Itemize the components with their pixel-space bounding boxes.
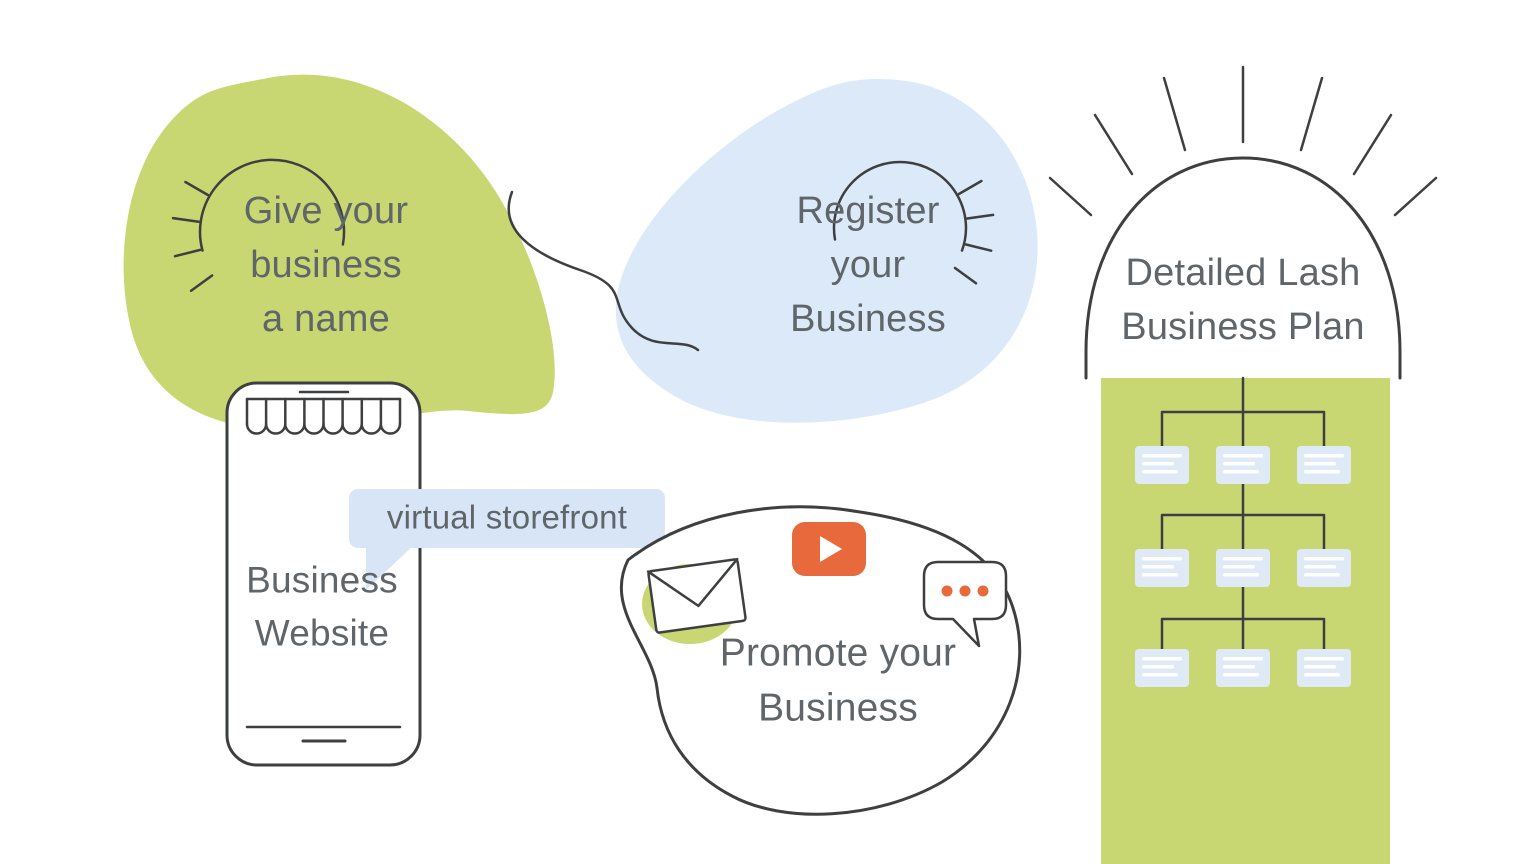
plan-card-icon — [1135, 446, 1189, 484]
plan-card-icon — [1216, 649, 1270, 687]
step-register-label: Register your Business — [790, 190, 946, 340]
plan-card-icon — [1135, 649, 1189, 687]
virtual-storefront-label: virtual storefront — [386, 498, 628, 536]
business-website-label: Business Website — [246, 559, 398, 653]
smartphone-storefront-icon — [225, 381, 422, 767]
eyelash-icon — [832, 160, 995, 285]
squiggle-connector — [507, 190, 700, 352]
chat-dots-icon — [922, 560, 1008, 648]
plan-card-icon — [1297, 446, 1351, 484]
blue-blob-shape — [615, 79, 1038, 423]
business-plan-section — [1048, 65, 1438, 864]
green-blob-shape — [123, 74, 555, 430]
promote-label: Promote your Business — [719, 631, 957, 730]
plan-card-icon — [1297, 549, 1351, 587]
sun-rays-icon — [1048, 65, 1438, 217]
envelope-icon — [642, 557, 747, 644]
plan-card-icon — [1216, 549, 1270, 587]
plan-dome — [1084, 156, 1402, 380]
plan-card-icon — [1216, 446, 1270, 484]
plan-title-label: Detailed Lash Business Plan — [1121, 252, 1365, 348]
org-chart-icon — [1135, 376, 1351, 687]
step-give-name-label: Give your business a name — [243, 190, 409, 340]
video-play-icon — [792, 522, 866, 576]
plan-card-icon — [1135, 549, 1189, 587]
plan-card-icon — [1297, 649, 1351, 687]
speech-bubble — [349, 489, 665, 590]
awning-icon — [245, 397, 402, 435]
eyelash-icon — [171, 158, 346, 293]
